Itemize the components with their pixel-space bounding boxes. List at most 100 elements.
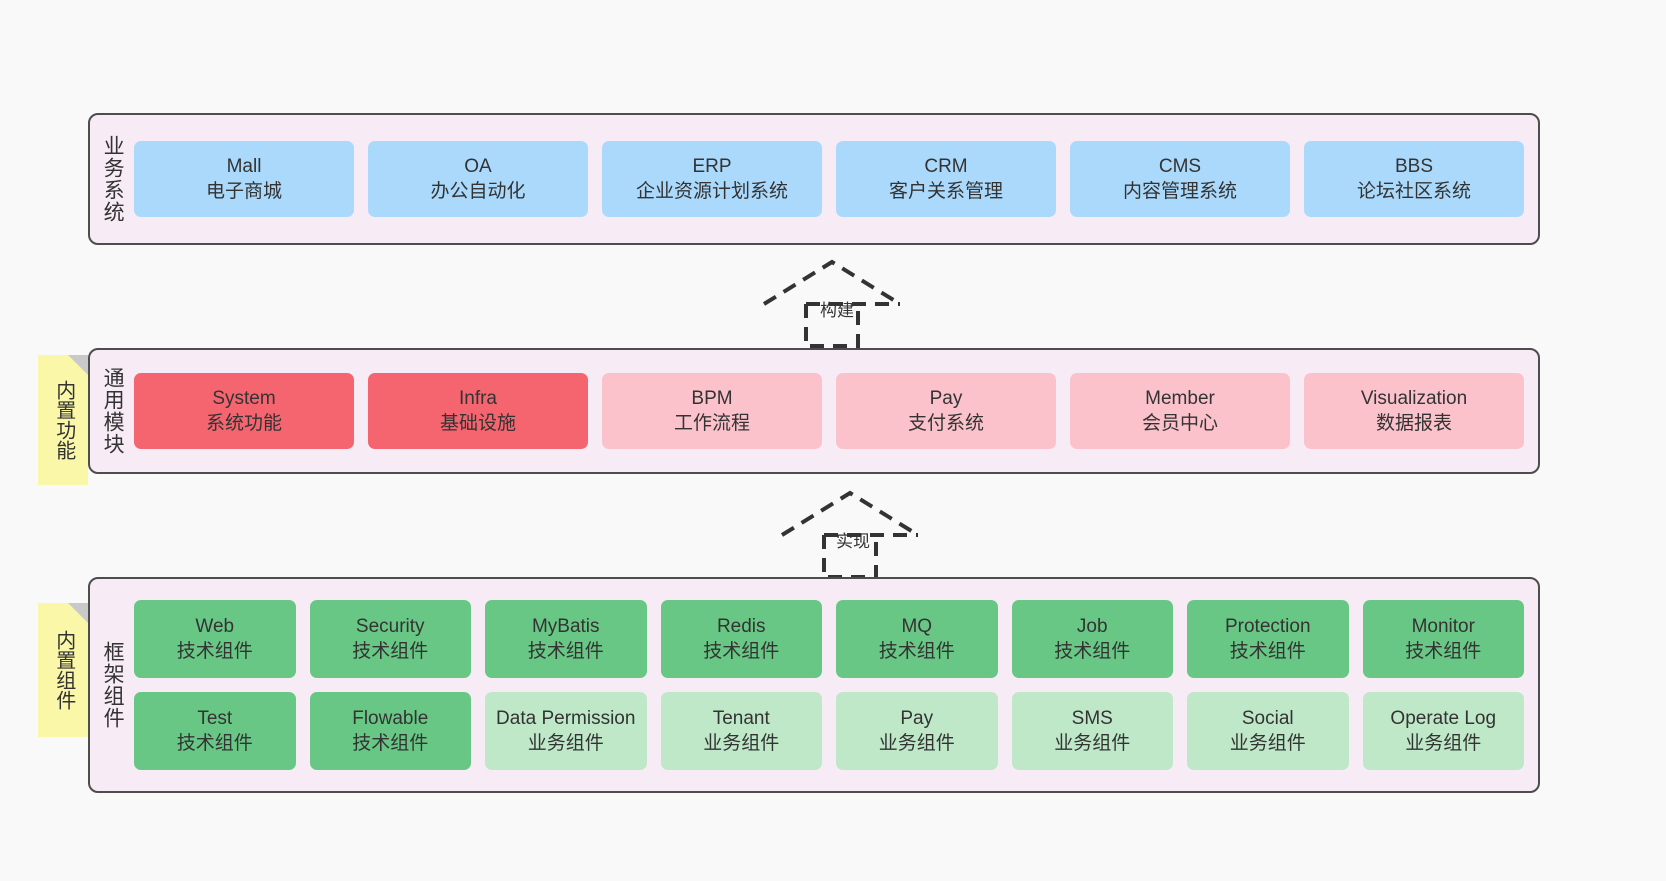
card-erp[interactable]: ERP 企业资源计划系统 — [602, 141, 822, 217]
card-system[interactable]: System 系统功能 — [134, 373, 354, 449]
card-infra[interactable]: Infra 基础设施 — [368, 373, 588, 449]
card-crm[interactable]: CRM 客户关系管理 — [836, 141, 1056, 217]
card-mybatis[interactable]: MyBatis 技术组件 — [485, 600, 647, 678]
card-cms[interactable]: CMS 内容管理系统 — [1070, 141, 1290, 217]
card-title-en: Test — [197, 707, 233, 729]
card-title-en: Social — [1241, 707, 1294, 729]
card-job[interactable]: Job 技术组件 — [1011, 600, 1173, 678]
card-title-en: Mall — [226, 155, 262, 177]
card-title-en: Operate Log — [1390, 707, 1497, 729]
card-redis[interactable]: Redis 技术组件 — [660, 600, 822, 678]
card-data-permission[interactable]: Data Permission 业务组件 — [485, 692, 647, 770]
layer-title-business: 业务系统 — [101, 135, 125, 223]
card-operate-log[interactable]: Operate Log 业务组件 — [1362, 692, 1524, 770]
card-title-cn: 会员中心 — [1141, 413, 1218, 434]
card-title-cn: 技术组件 — [176, 641, 253, 662]
card-title-en: Tenant — [712, 707, 770, 729]
layer-body-framework: Web 技术组件 Security 技术组件 MyBatis 技术组件 Redi… — [134, 579, 1538, 791]
card-title-en: Data Permission — [496, 707, 636, 729]
card-title-cn: 技术组件 — [352, 733, 429, 754]
card-title-cn: 业务组件 — [1229, 733, 1306, 754]
card-bbs[interactable]: BBS 论坛社区系统 — [1304, 141, 1524, 217]
card-title-en: CMS — [1158, 155, 1202, 177]
card-title-cn: 技术组件 — [176, 733, 253, 754]
card-title-cn: 技术组件 — [878, 641, 955, 662]
card-title-en: Job — [1076, 615, 1108, 637]
card-test[interactable]: Test 技术组件 — [134, 692, 296, 770]
card-title-en: MyBatis — [531, 615, 600, 637]
card-title-cn: 电子商城 — [205, 181, 282, 202]
layer-body-common: System 系统功能 Infra 基础设施 BPM 工作流程 Pay 支付系统… — [134, 350, 1538, 472]
card-title-en: Security — [355, 615, 425, 637]
card-tenant[interactable]: Tenant 业务组件 — [660, 692, 822, 770]
card-title-cn: 技术组件 — [703, 641, 780, 662]
card-pay[interactable]: Pay 支付系统 — [836, 373, 1056, 449]
card-title-en: MQ — [901, 615, 933, 637]
card-title-en: System — [212, 387, 276, 409]
card-title-cn: 论坛社区系统 — [1356, 181, 1471, 202]
card-row: System 系统功能 Infra 基础设施 BPM 工作流程 Pay 支付系统… — [134, 373, 1524, 449]
card-title-en: ERP — [692, 155, 732, 177]
card-visualization[interactable]: Visualization 数据报表 — [1304, 373, 1524, 449]
card-sms[interactable]: SMS 业务组件 — [1011, 692, 1173, 770]
card-title-cn: 业务组件 — [878, 733, 955, 754]
dashed-arrow-icon — [780, 490, 920, 579]
card-mall[interactable]: Mall 电子商城 — [134, 141, 354, 217]
card-title-en: Visualization — [1360, 387, 1468, 409]
sticky-note-text: 内置组件 — [52, 630, 75, 710]
sticky-note-builtin-function: 内置功能 — [38, 355, 88, 485]
card-title-cn: 业务组件 — [1405, 733, 1482, 754]
card-pay-business[interactable]: Pay 业务组件 — [836, 692, 998, 770]
card-title-en: CRM — [924, 155, 968, 177]
card-title-en: Protection — [1224, 615, 1311, 637]
card-title-en: Infra — [458, 387, 498, 409]
sticky-note-text: 内置功能 — [52, 380, 75, 460]
card-title-en: OA — [464, 155, 492, 177]
card-monitor[interactable]: Monitor 技术组件 — [1362, 600, 1524, 678]
card-title-cn: 支付系统 — [907, 413, 984, 434]
card-title-cn: 系统功能 — [205, 413, 282, 434]
card-title-en: Web — [195, 615, 235, 637]
card-title-cn: 技术组件 — [1405, 641, 1482, 662]
card-title-en: Redis — [716, 615, 766, 637]
layer-common-module: 通用模块 System 系统功能 Infra 基础设施 BPM 工作流程 Pay… — [88, 348, 1540, 474]
card-row: Test 技术组件 Flowable 技术组件 Data Permission … — [134, 692, 1524, 770]
card-title-cn: 办公自动化 — [430, 181, 526, 202]
card-title-cn: 内容管理系统 — [1122, 181, 1237, 202]
layer-title-common: 通用模块 — [101, 367, 125, 455]
card-mq[interactable]: MQ 技术组件 — [836, 600, 998, 678]
arrow-label-build: 构建 — [820, 301, 854, 320]
card-member[interactable]: Member 会员中心 — [1070, 373, 1290, 449]
layer-business-system: 业务系统 Mall 电子商城 OA 办公自动化 ERP 企业资源计划系统 CRM… — [88, 113, 1540, 245]
card-title-cn: 客户关系管理 — [888, 181, 1003, 202]
card-social[interactable]: Social 业务组件 — [1187, 692, 1349, 770]
card-protection[interactable]: Protection 技术组件 — [1187, 600, 1349, 678]
card-title-cn: 企业资源计划系统 — [635, 181, 788, 202]
card-title-cn: 业务组件 — [1054, 733, 1131, 754]
card-title-en: Pay — [900, 707, 934, 729]
layer-framework-component: 框架组件 Web 技术组件 Security 技术组件 MyBatis 技术组件… — [88, 577, 1540, 793]
card-flowable[interactable]: Flowable 技术组件 — [309, 692, 471, 770]
card-bpm[interactable]: BPM 工作流程 — [602, 373, 822, 449]
card-security[interactable]: Security 技术组件 — [309, 600, 471, 678]
card-title-cn: 技术组件 — [1054, 641, 1131, 662]
card-oa[interactable]: OA 办公自动化 — [368, 141, 588, 217]
card-title-cn: 业务组件 — [527, 733, 604, 754]
card-title-en: Monitor — [1411, 615, 1475, 637]
dashed-arrow-icon — [762, 259, 902, 348]
card-row: Web 技术组件 Security 技术组件 MyBatis 技术组件 Redi… — [134, 600, 1524, 678]
layer-body-business: Mall 电子商城 OA 办公自动化 ERP 企业资源计划系统 CRM 客户关系… — [134, 115, 1538, 243]
card-title-en: Pay — [929, 387, 963, 409]
card-title-cn: 基础设施 — [439, 413, 516, 434]
card-title-cn: 技术组件 — [352, 641, 429, 662]
generalization-arrow-build: 构建 — [742, 256, 922, 348]
card-title-en: Flowable — [352, 707, 429, 729]
card-title-en: Member — [1145, 387, 1215, 409]
card-title-cn: 技术组件 — [1229, 641, 1306, 662]
card-title-cn: 工作流程 — [673, 413, 750, 434]
arrow-label-implement: 实现 — [836, 532, 870, 551]
generalization-arrow-implement: 实现 — [760, 487, 940, 579]
card-title-cn: 业务组件 — [703, 733, 780, 754]
card-title-en: SMS — [1071, 707, 1113, 729]
card-web[interactable]: Web 技术组件 — [134, 600, 296, 678]
